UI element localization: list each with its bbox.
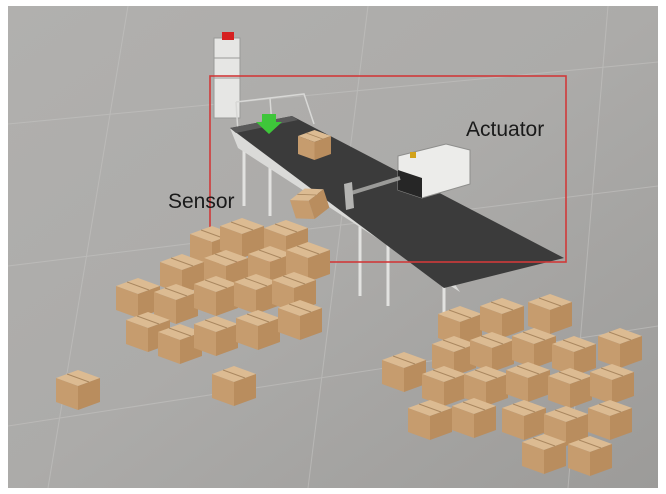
highlight-box — [209, 75, 567, 263]
actuator-pusher — [344, 182, 354, 210]
warehouse-scene: Actuator Sensor — [8, 6, 658, 488]
box-on-belt — [297, 129, 332, 161]
actuator-rod — [347, 176, 401, 196]
floor — [8, 6, 658, 488]
green-sensor-marker — [256, 114, 282, 134]
actuator-label: Actuator — [466, 118, 545, 141]
scene-illustration — [8, 6, 658, 488]
sensor-label: Sensor — [168, 190, 235, 213]
floor-seams — [8, 6, 658, 488]
actuator-unit — [344, 143, 471, 210]
beacon-light — [222, 32, 234, 40]
